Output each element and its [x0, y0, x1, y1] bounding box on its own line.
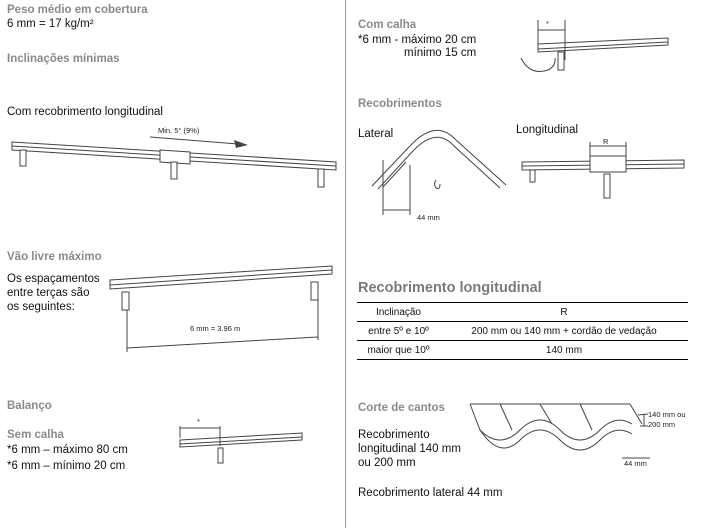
- corte-line-1: Recobrimento: [358, 429, 430, 441]
- table-cell: maior que 10º: [357, 340, 440, 360]
- sem-calha-subtitle: Sem calha: [7, 429, 64, 441]
- balanco-line-1: *6 mm – máximo 80 cm: [7, 444, 128, 456]
- table-header-inclinacao: Inclinação: [357, 302, 440, 322]
- recobrimentos-title: Recobrimentos: [358, 98, 442, 110]
- table-cell: 140 mm: [439, 340, 688, 360]
- balanco-title: Balanço: [7, 400, 52, 412]
- table-row: entre 5º e 10º 200 mm ou 140 mm + cordão…: [357, 321, 688, 341]
- calha-star: *: [546, 19, 549, 28]
- longitudinal-dim-r: R: [603, 137, 609, 146]
- corte-line-3: ou 200 mm: [358, 457, 416, 469]
- com-calha-line-1: *6 mm - máximo 20 cm: [358, 34, 477, 46]
- peso-value: 6 mm = 17 kg/m²: [7, 18, 94, 30]
- corte-dim-b: 200 mm: [648, 420, 675, 429]
- inclinacoes-label: Com recobrimento longitudinal: [7, 106, 163, 118]
- vao-line-2: entre terças são: [7, 287, 90, 299]
- table-row: maior que 10º 140 mm: [357, 340, 688, 360]
- recobrimento-table: Inclinação R entre 5º e 10º 200 mm ou 14…: [357, 302, 688, 360]
- vao-title: Vão livre máximo: [7, 251, 102, 263]
- vao-line-1: Os espaçamentos: [7, 273, 100, 285]
- slope-diagram: Min. 5° (9%) 6 mm = 3.96 m * *: [11, 19, 669, 464]
- corte-dim-a: 140 mm ou: [648, 410, 686, 419]
- table-header-r: R: [439, 302, 688, 322]
- lateral-label: Lateral: [358, 128, 394, 140]
- longitudinal-label: Longitudinal: [516, 124, 579, 136]
- table-cell: 200 mm ou 140 mm + cordão de vedação: [439, 321, 688, 341]
- balanco-line-2: *6 mm – mínimo 20 cm: [7, 460, 126, 472]
- table-cell: entre 5º e 10º: [357, 321, 440, 341]
- overhang-star: *: [197, 417, 200, 426]
- com-calha-line-2: mínimo 15 cm: [404, 47, 477, 59]
- corte-dim-c: 44 mm: [624, 459, 647, 468]
- vao-line-3: os seguintes:: [7, 301, 75, 313]
- table-header-row: Inclinação R: [357, 302, 688, 322]
- com-calha-title: Com calha: [358, 19, 417, 31]
- lateral-dim-44: 44 mm: [417, 213, 440, 222]
- corte-lateral-text: Recobrimento lateral 44 mm: [358, 487, 503, 499]
- corte-title: Corte de cantos: [358, 402, 445, 414]
- corte-line-2: longitudinal 140 mm: [358, 443, 461, 455]
- recobrimento-longitudinal-title: Recobrimento longitudinal: [358, 280, 542, 296]
- peso-title: Peso médio em cobertura: [7, 4, 148, 16]
- span-dim-label: 6 mm = 3.96 m: [190, 324, 240, 333]
- inclinacoes-title: Inclinações mínimas: [7, 53, 120, 65]
- column-divider: [345, 0, 346, 528]
- slope-label: Min. 5° (9%): [158, 126, 200, 135]
